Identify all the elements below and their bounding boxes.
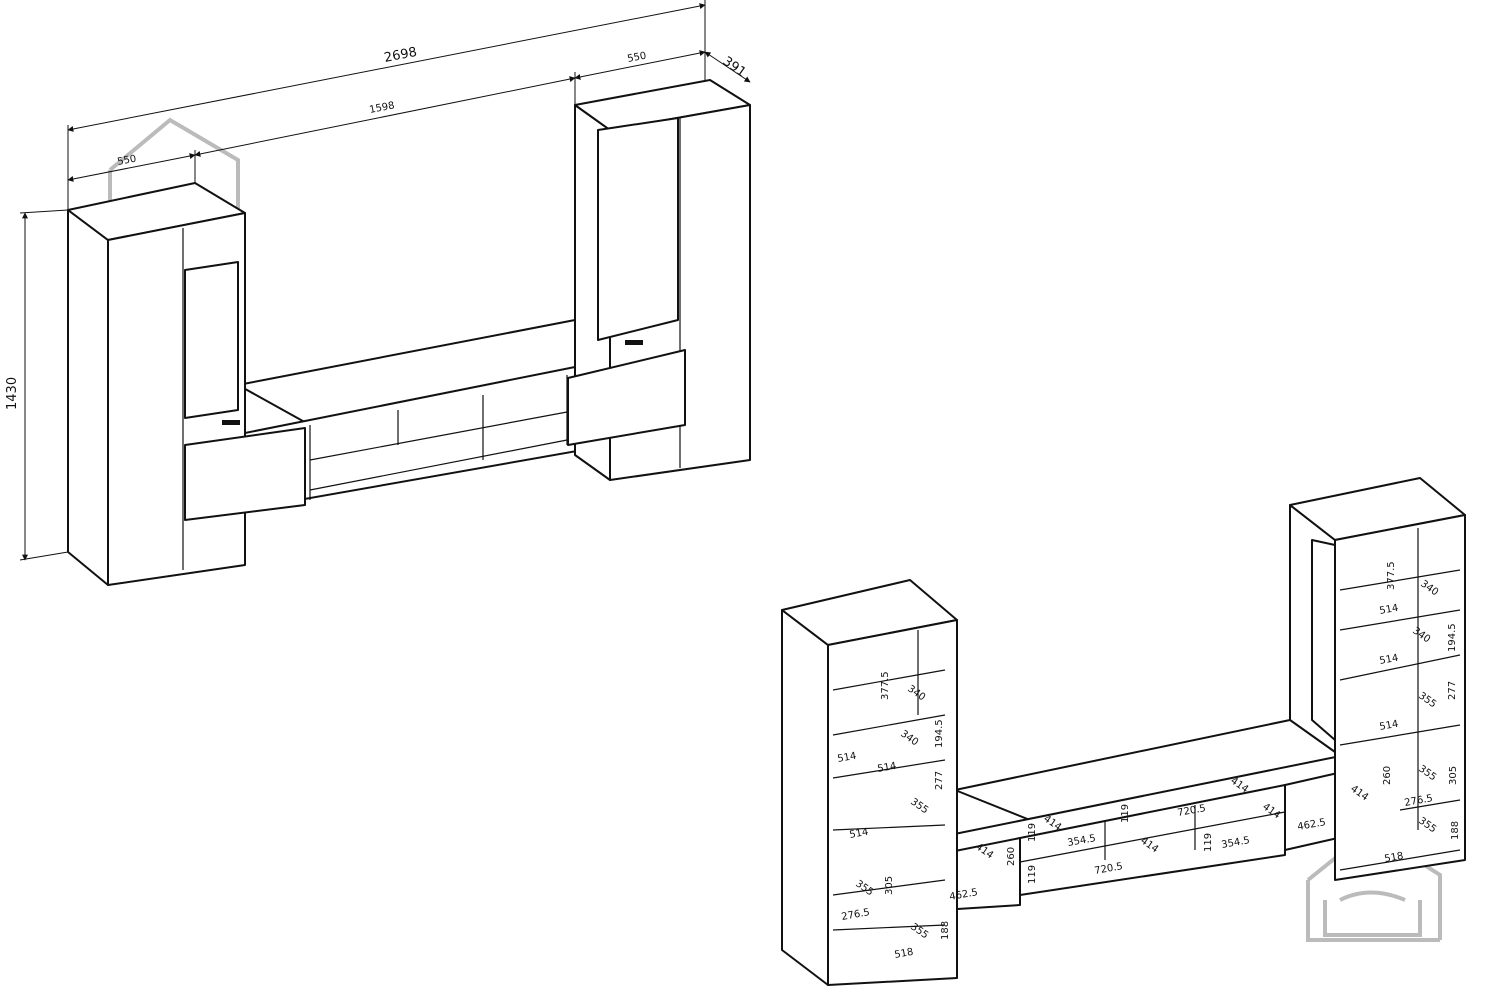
depth-label: 391 [720, 54, 749, 81]
dim-label: 119 [1027, 823, 1038, 842]
left-width-label: 550 [116, 154, 137, 168]
dim-label: 518 [894, 947, 915, 961]
dim-label: 518 [1384, 851, 1405, 865]
dim-label: 119 [1203, 833, 1214, 852]
dim-label: 462.5 [949, 887, 979, 903]
tv-width-label: 1598 [368, 100, 395, 116]
dim-label: 514 [1379, 603, 1400, 617]
dim-label: 276.5 [841, 907, 871, 923]
tv-unit-interior [899, 719, 1401, 916]
right-tower-interior [1289, 477, 1466, 881]
dim-label: 514 [877, 761, 898, 775]
dim-label: 188 [1450, 821, 1461, 840]
left-tower-interior [781, 579, 958, 986]
dim-label: 305 [884, 876, 895, 895]
overall-width-label: 2698 [383, 45, 418, 66]
dim-label: 188 [940, 921, 951, 940]
dim-label: 276.5 [1404, 793, 1434, 809]
left-tall-cabinet [67, 182, 306, 586]
dim-label: 514 [849, 827, 870, 841]
height-label: 1430 [5, 377, 20, 410]
dim-label: 720.5 [1094, 861, 1124, 877]
dim-label: 277 [934, 771, 945, 790]
dim-label: 119 [1027, 865, 1038, 884]
dim-label: 462.5 [1297, 817, 1327, 833]
dim-label: 260 [1382, 766, 1393, 785]
dim-label: 305 [1448, 766, 1459, 785]
dim-label: 514 [1379, 719, 1400, 733]
dim-label: 277 [1447, 681, 1458, 700]
dim-label: 354.5 [1067, 833, 1097, 849]
handle-icon [222, 420, 240, 425]
dim-label: 260 [1006, 847, 1017, 866]
dim-label: 377.5 [1386, 561, 1397, 590]
dim-label: 720.5 [1177, 803, 1207, 819]
dim-label: 514 [837, 751, 858, 765]
dim-label: 354.5 [1221, 835, 1251, 851]
handle-icon [625, 340, 643, 345]
dim-label: 514 [1379, 653, 1400, 667]
dim-label: 194.5 [934, 719, 945, 748]
right-width-label: 550 [626, 51, 647, 65]
dim-label: 377.5 [880, 671, 891, 700]
dim-label: 194.5 [1447, 623, 1458, 652]
right-tall-cabinet [567, 79, 751, 481]
interior-view: 377.5 340 194.5 340 514 514 277 355 514 … [781, 477, 1466, 986]
assembled-view: 2698 1598 550 550 391 1430 450 [5, 0, 751, 586]
dim-label: 119 [1120, 804, 1131, 823]
dimension-lines [19, 0, 751, 561]
